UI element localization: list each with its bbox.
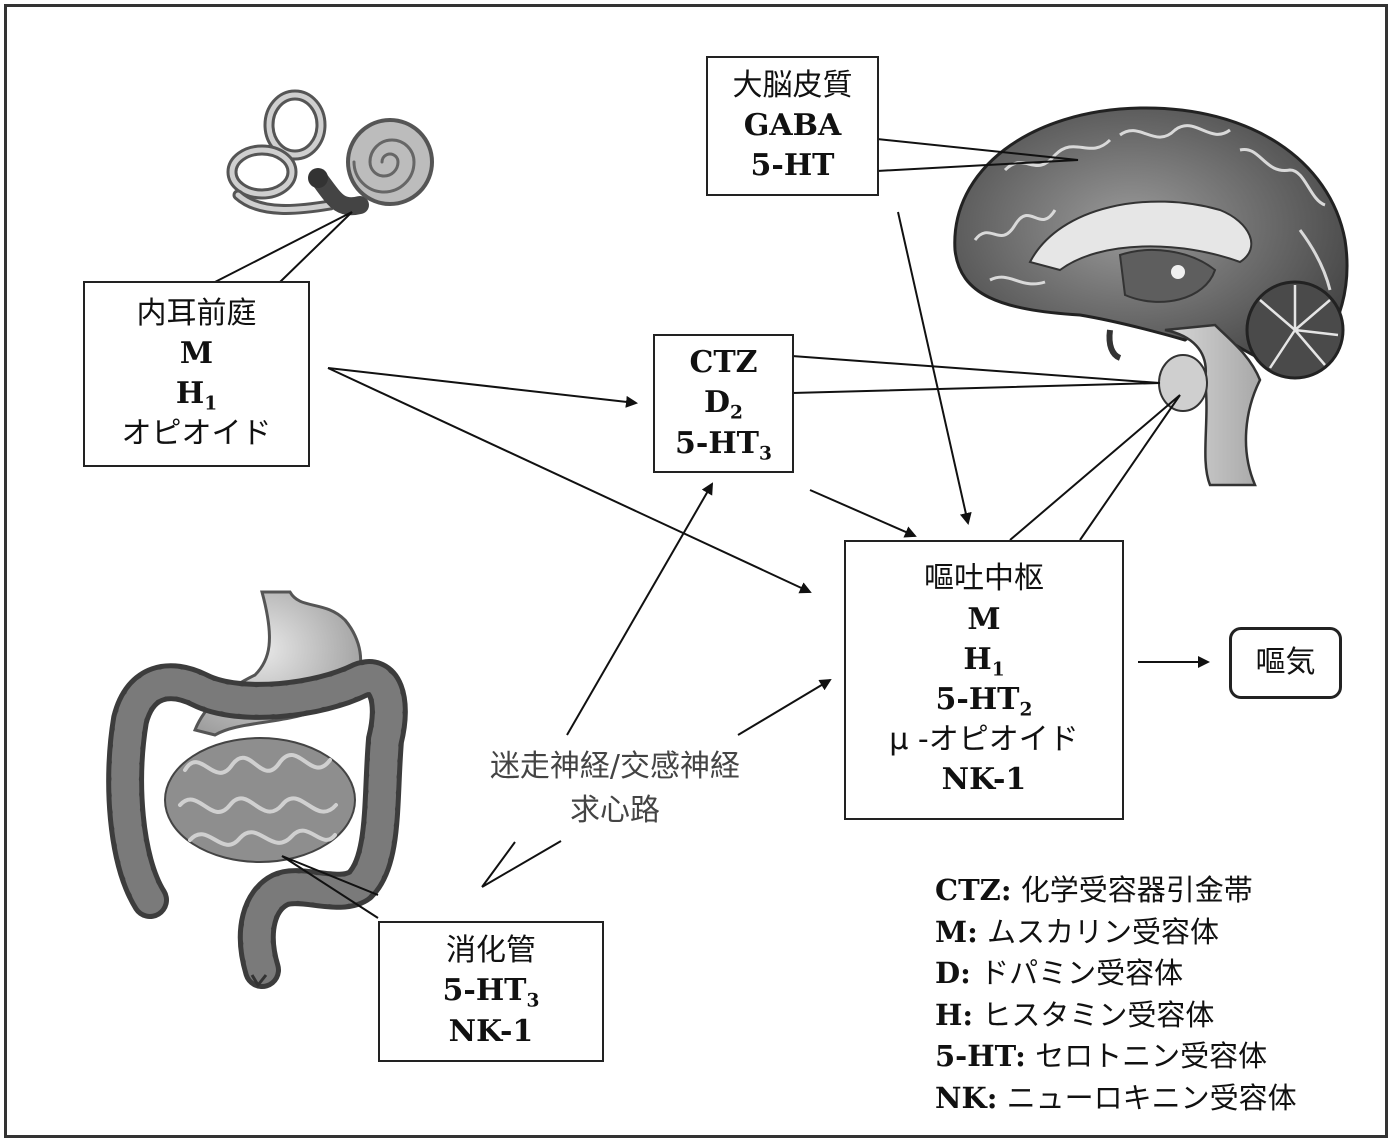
cortex-receptor-5ht: 5-HT <box>751 146 835 186</box>
vomiting-receptor-nk1: NK-1 <box>942 760 1027 800</box>
legend-row-d: D: ドパミン受容体 <box>935 953 1297 995</box>
vomiting-center-title: 嘔吐中枢 <box>924 559 1044 599</box>
pathway-line-1: 迷走神経/交感神経 <box>455 745 775 789</box>
inner-ear-receptor-opioid: オピオイド <box>122 414 272 454</box>
cortex-title: 大脳皮質 <box>733 66 853 106</box>
gi-tract-box: 消化管 5-HT3 NK-1 <box>378 921 604 1062</box>
abbreviation-legend: CTZ: 化学受容器引金帯 M: ムスカリン受容体 D: ドパミン受容体 H: … <box>935 870 1297 1119</box>
nausea-label: 嘔気 <box>1256 643 1316 683</box>
pathway-line-2: 求心路 <box>455 789 775 833</box>
nausea-box: 嘔気 <box>1229 627 1342 699</box>
cortex-receptor-gaba: GABA <box>744 106 842 146</box>
inner-ear-illustration <box>232 95 432 209</box>
inner-ear-receptor-m: M <box>180 334 213 374</box>
legend-row-nk: NK: ニューロキニン受容体 <box>935 1078 1297 1120</box>
ctz-box: CTZ D2 5-HT3 <box>653 334 794 473</box>
inner-ear-title: 内耳前庭 <box>137 294 257 334</box>
gi-tract-title: 消化管 <box>446 931 536 971</box>
ctz-receptor-5ht3: 5-HT3 <box>675 424 772 464</box>
afferent-pathway-label: 迷走神経/交感神経 求心路 <box>455 745 775 833</box>
vomiting-receptor-m: M <box>967 600 1000 640</box>
legend-row-ctz: CTZ: 化学受容器引金帯 <box>935 870 1297 912</box>
vomiting-receptor-5ht2: 5-HT2 <box>936 680 1033 720</box>
vomiting-center-box: 嘔吐中枢 M H1 5-HT2 μ -オピオイド NK-1 <box>844 540 1124 820</box>
intestine-illustration <box>125 592 389 985</box>
gi-receptor-nk1: NK-1 <box>449 1012 534 1052</box>
vomiting-receptor-mu-opioid: μ -オピオイド <box>889 720 1078 760</box>
legend-row-m: M: ムスカリン受容体 <box>935 912 1297 954</box>
inner-ear-box: 内耳前庭 M H1 オピオイド <box>83 281 310 467</box>
ctz-receptor-d2: D2 <box>704 383 743 423</box>
vomiting-receptor-h1: H1 <box>963 640 1004 680</box>
legend-row-h: H: ヒスタミン受容体 <box>935 995 1297 1037</box>
ctz-title: CTZ <box>689 343 757 383</box>
legend-row-5ht: 5-HT: セロトニン受容体 <box>935 1036 1297 1078</box>
cortex-box: 大脳皮質 GABA 5-HT <box>706 56 879 196</box>
inner-ear-receptor-h1: H1 <box>176 374 217 414</box>
gi-receptor-5ht3: 5-HT3 <box>443 971 540 1011</box>
